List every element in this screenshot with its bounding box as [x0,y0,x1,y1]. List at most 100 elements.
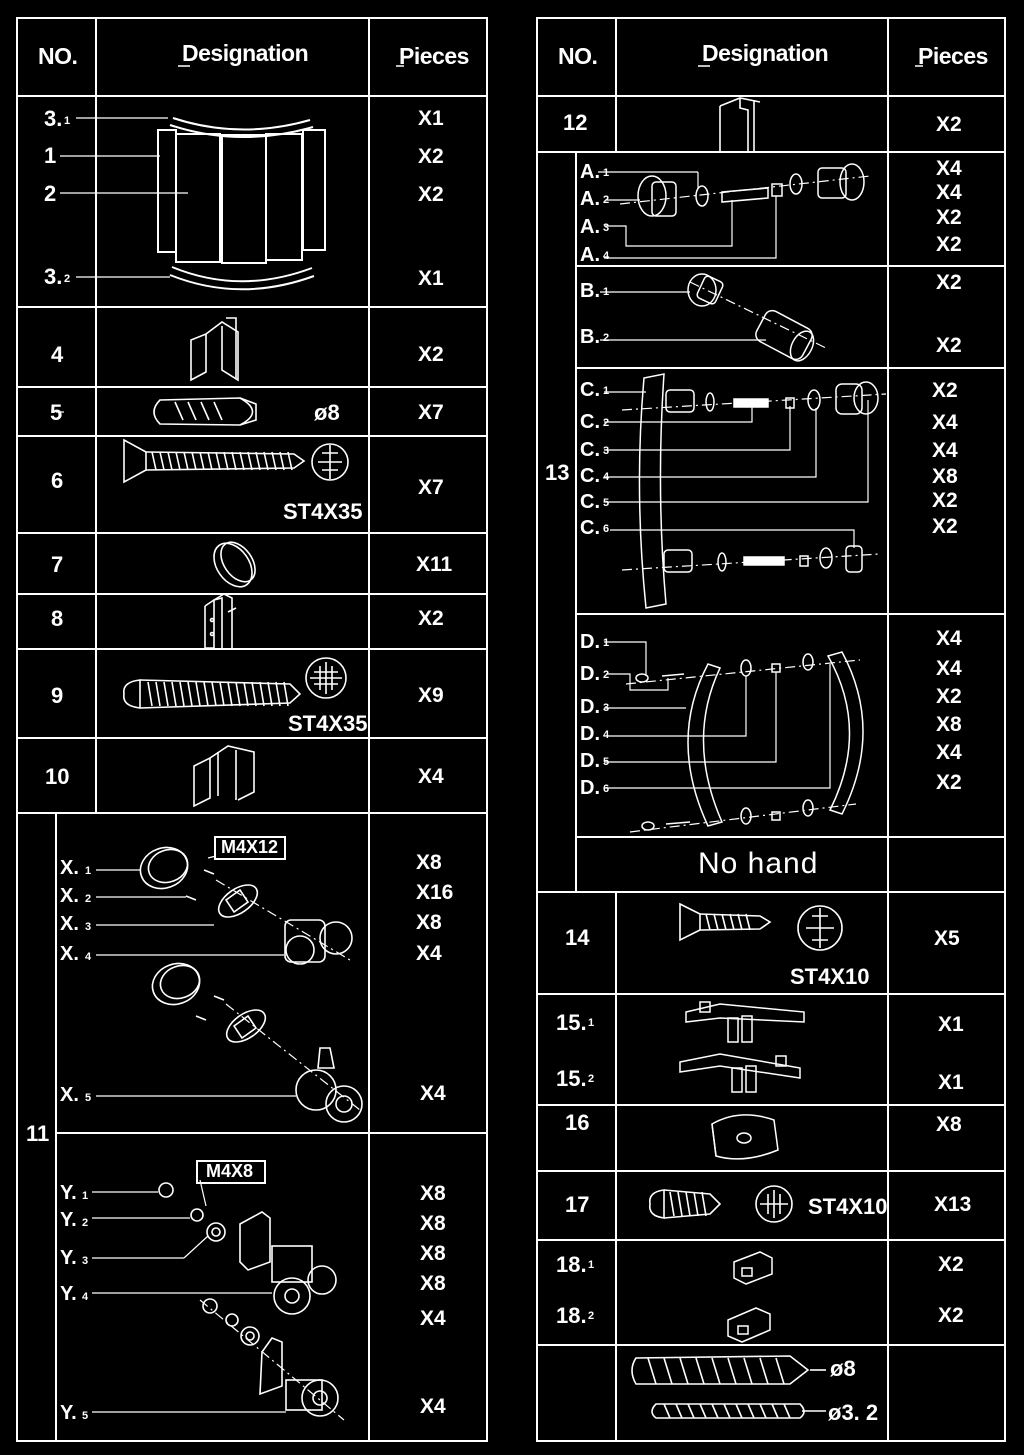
y2-pieces: X8 [420,1212,446,1235]
a4-pieces: X2 [936,233,962,256]
row3-label-2: 1 [44,143,57,168]
x-screw-tag-box [214,836,286,860]
x4-letter: X. [60,943,79,965]
left-header-pieces: Pieces [399,43,469,69]
cover-cap-drawing [213,541,256,588]
x2-letter: X. [60,885,79,907]
y4-sub: 4 [82,1291,89,1303]
c5-letter: C. [580,491,600,513]
magnetic-profile-drawing [719,97,761,152]
d4-pieces: X8 [936,713,962,736]
row5-size: ø8 [314,400,340,425]
c1-letter: C. [580,379,600,401]
x3-letter: X. [60,913,79,935]
y3-sub: 3 [82,1255,89,1267]
row18-pieces-1: X2 [938,1253,964,1276]
x1-sub: 1 [85,865,92,877]
small-countersunk-screw-drawing [679,902,843,951]
b2-letter: B. [580,326,600,348]
d5-sub: 5 [603,756,610,768]
row9-spec: ST4X35 [288,711,368,736]
c3-pieces: X4 [932,439,958,462]
row12-no: 12 [563,110,588,135]
d1-sub: 1 [603,637,610,649]
c3-sub: 3 [603,445,610,457]
row16-pieces: X8 [936,1113,962,1136]
d1-letter: D. [580,631,600,653]
d3-letter: D. [580,696,600,718]
wall-plug-drawing [56,397,257,426]
row15-pieces-1: X1 [938,1013,964,1036]
bracket-15-drawing [679,1001,805,1093]
d6-pieces: X2 [936,771,962,794]
y5b-pieces: X4 [420,1395,446,1418]
row15-pieces-2: X1 [938,1071,964,1094]
d2-pieces: X4 [936,657,962,680]
row14-no: 14 [565,925,590,950]
row18-sub-2: 2 [588,1310,595,1322]
y3-letter: Y. [60,1247,77,1269]
x2-pieces: X16 [416,881,454,904]
row4-no: 4 [51,342,64,367]
handle-d-drawing [604,641,864,833]
d5-letter: D. [580,750,600,772]
row3-pieces-1: X1 [418,107,444,130]
u-profile-drawing [204,593,237,649]
right-header-designation: Designation [702,40,829,66]
left-header-no: NO. [38,43,78,69]
row5-no: 5 [50,400,63,425]
y5-letter: Y. [60,1402,77,1424]
d4-sub: 4 [603,729,610,741]
y1-sub: 1 [82,1190,89,1202]
row3-label-4: 3. [44,264,63,289]
c1-pieces: X2 [932,379,958,402]
row18-sub-1: 1 [588,1259,595,1271]
a4-letter: A. [580,244,600,266]
no-hand-label: No hand [698,847,819,880]
row5-pieces: X7 [418,401,444,424]
pan-head-screw-drawing [123,657,347,709]
y-screw-tag-box [196,1160,266,1184]
b1-pieces: X2 [936,271,962,294]
clip-16-drawing [711,1114,779,1160]
b2-sub: 2 [603,332,610,344]
d3-pieces: X2 [936,685,962,708]
y-screw-tag: M4X8 [206,1161,254,1181]
row15-sub-1: 1 [588,1017,595,1029]
x4-pieces: X4 [416,942,442,965]
y5-sub: 5 [82,1410,89,1422]
x3-sub: 3 [85,921,92,933]
row10-no: 10 [45,764,70,789]
a3-letter: A. [580,216,600,238]
row17-pieces: X13 [934,1193,972,1216]
row3-pieces-4: X1 [418,267,444,290]
c4-sub: 4 [603,471,610,483]
row9-pieces: X9 [418,684,444,707]
right-header-no: NO. [558,43,598,69]
row13-no: 13 [545,460,570,485]
x1-pieces: X8 [416,851,442,874]
y2-sub: 2 [82,1217,89,1229]
row3-label-1: 3. [44,106,63,131]
row17-no: 17 [565,1192,590,1217]
x3-pieces: X8 [416,911,442,934]
row14-pieces: X5 [934,927,960,950]
a4-sub: 4 [603,250,610,262]
c3-letter: C. [580,439,600,461]
c4-pieces: X8 [932,465,958,488]
row3-pieces-2: X2 [418,145,444,168]
row7-pieces: X11 [416,553,453,576]
x5-letter: X. [60,1084,79,1106]
row3-pieces-3: X2 [418,183,444,206]
d4-letter: D. [580,723,600,745]
handle-c-drawing [604,373,887,609]
countersunk-screw-drawing [123,438,349,484]
row8-pieces: X2 [418,607,444,630]
d3-sub: 3 [603,702,610,714]
row3-sub-4: 2 [64,273,71,285]
lower-roller-assembly-drawing [92,1179,345,1421]
d5-pieces: X4 [936,741,962,764]
a3-pieces: X2 [936,206,962,229]
